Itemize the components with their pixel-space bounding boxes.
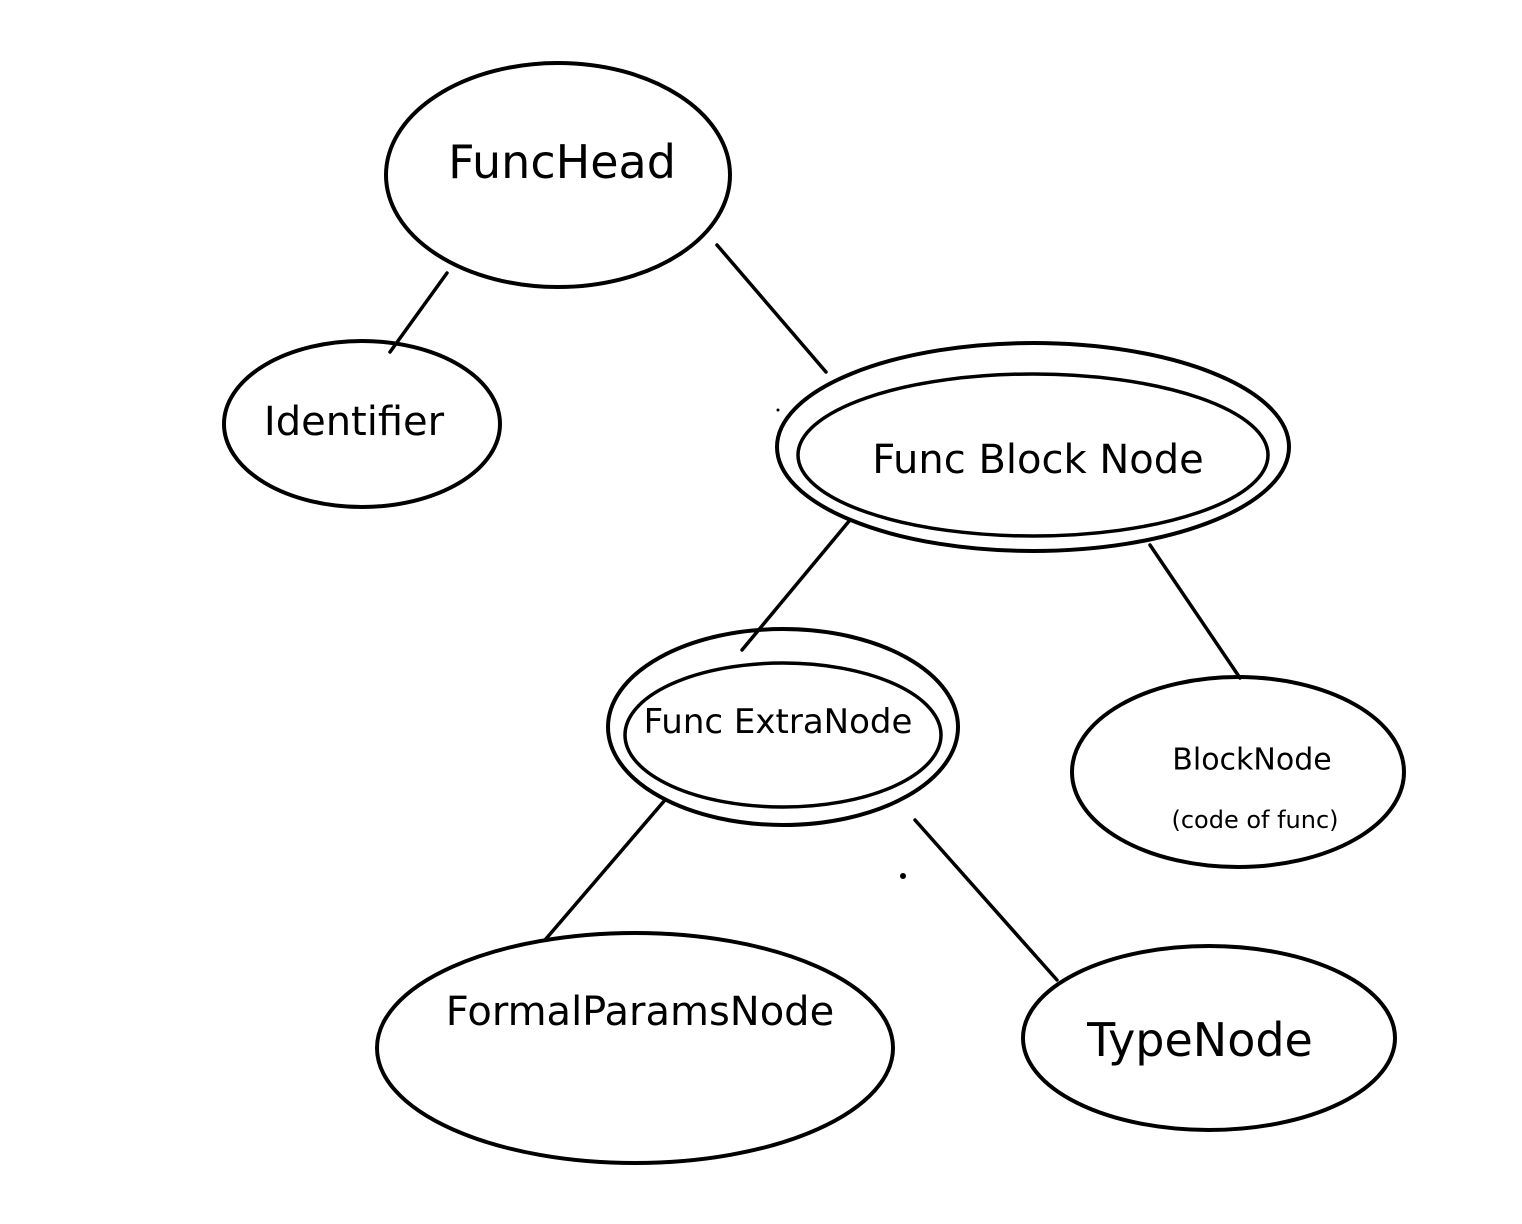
node-block-node-label: BlockNode: [1172, 743, 1331, 778]
edge-funcextranode-typenode: [913, 818, 1059, 982]
node-identifier-label: Identifier: [264, 399, 445, 445]
node-func-head-outline: [384, 61, 732, 289]
node-func-block-node: Func Block Node: [775, 341, 1291, 553]
node-type-node: TypeNode: [1021, 944, 1397, 1132]
node-func-extra-node-inner-outline: [623, 661, 943, 809]
edge-funchead-identifier: [388, 271, 449, 354]
node-func-block-node-label: Func Block Node: [872, 437, 1204, 483]
node-func-extra-node-label: Func ExtraNode: [644, 702, 913, 742]
node-identifier: Identifier: [222, 339, 502, 509]
node-block-node-outline: [1070, 675, 1406, 869]
node-formal-params-node: FormalParamsNode: [375, 931, 895, 1165]
node-func-extra-node-outer-outline: [606, 627, 960, 827]
edge-funchead-funcblocknode: [715, 243, 828, 374]
node-formal-params-node-outline: [375, 931, 895, 1165]
node-identifier-outline: [222, 339, 502, 509]
node-func-block-node-inner-outline: [796, 372, 1270, 538]
node-func-extra-node: Func ExtraNode: [606, 627, 960, 827]
node-func-head: FuncHead: [384, 61, 732, 289]
node-type-node-label: TypeNode: [1086, 1013, 1313, 1067]
node-formal-params-node-label: FormalParamsNode: [446, 989, 834, 1035]
node-block-node: BlockNode (code of func): [1070, 675, 1406, 869]
node-func-head-label: FuncHead: [448, 135, 676, 189]
ink-dot: [776, 408, 780, 412]
edge-funcextranode-formalparamsnode: [543, 798, 667, 942]
node-type-node-outline: [1021, 944, 1397, 1132]
node-block-node-sublabel: (code of func): [1171, 806, 1338, 834]
node-func-block-node-outer-outline: [775, 341, 1291, 553]
edge-funcblocknode-blocknode: [1148, 543, 1242, 680]
ink-dot: [900, 873, 906, 879]
